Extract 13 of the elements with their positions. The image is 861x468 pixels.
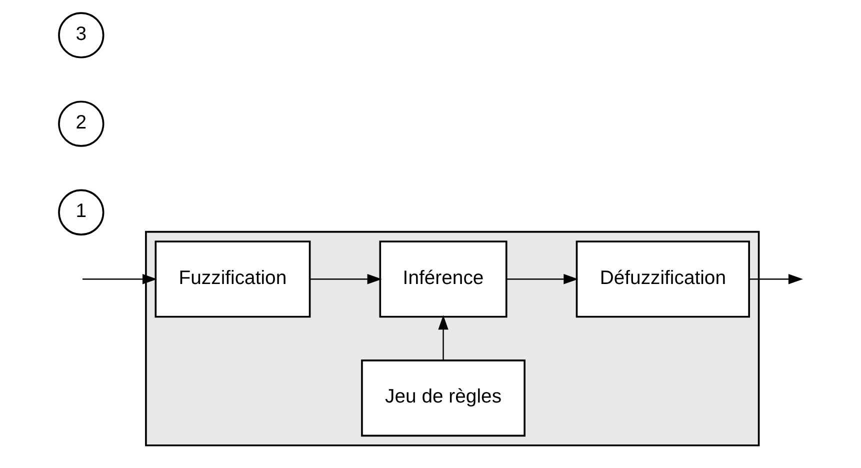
arrow (438, 315, 448, 360)
arrow (82, 274, 158, 284)
cluster (145, 230, 760, 446)
arrow (749, 274, 804, 284)
arrow (506, 274, 578, 284)
node-circle: 3 (58, 12, 104, 58)
node-box: Inférence (379, 240, 508, 318)
node-circle: 2 (58, 100, 104, 147)
node-box: Jeu de règles (361, 360, 526, 437)
node-circle: 1 (58, 189, 104, 236)
node-box: Fuzzification (154, 240, 311, 318)
node-box: Défuzzification (576, 240, 750, 318)
arrow (310, 274, 382, 284)
